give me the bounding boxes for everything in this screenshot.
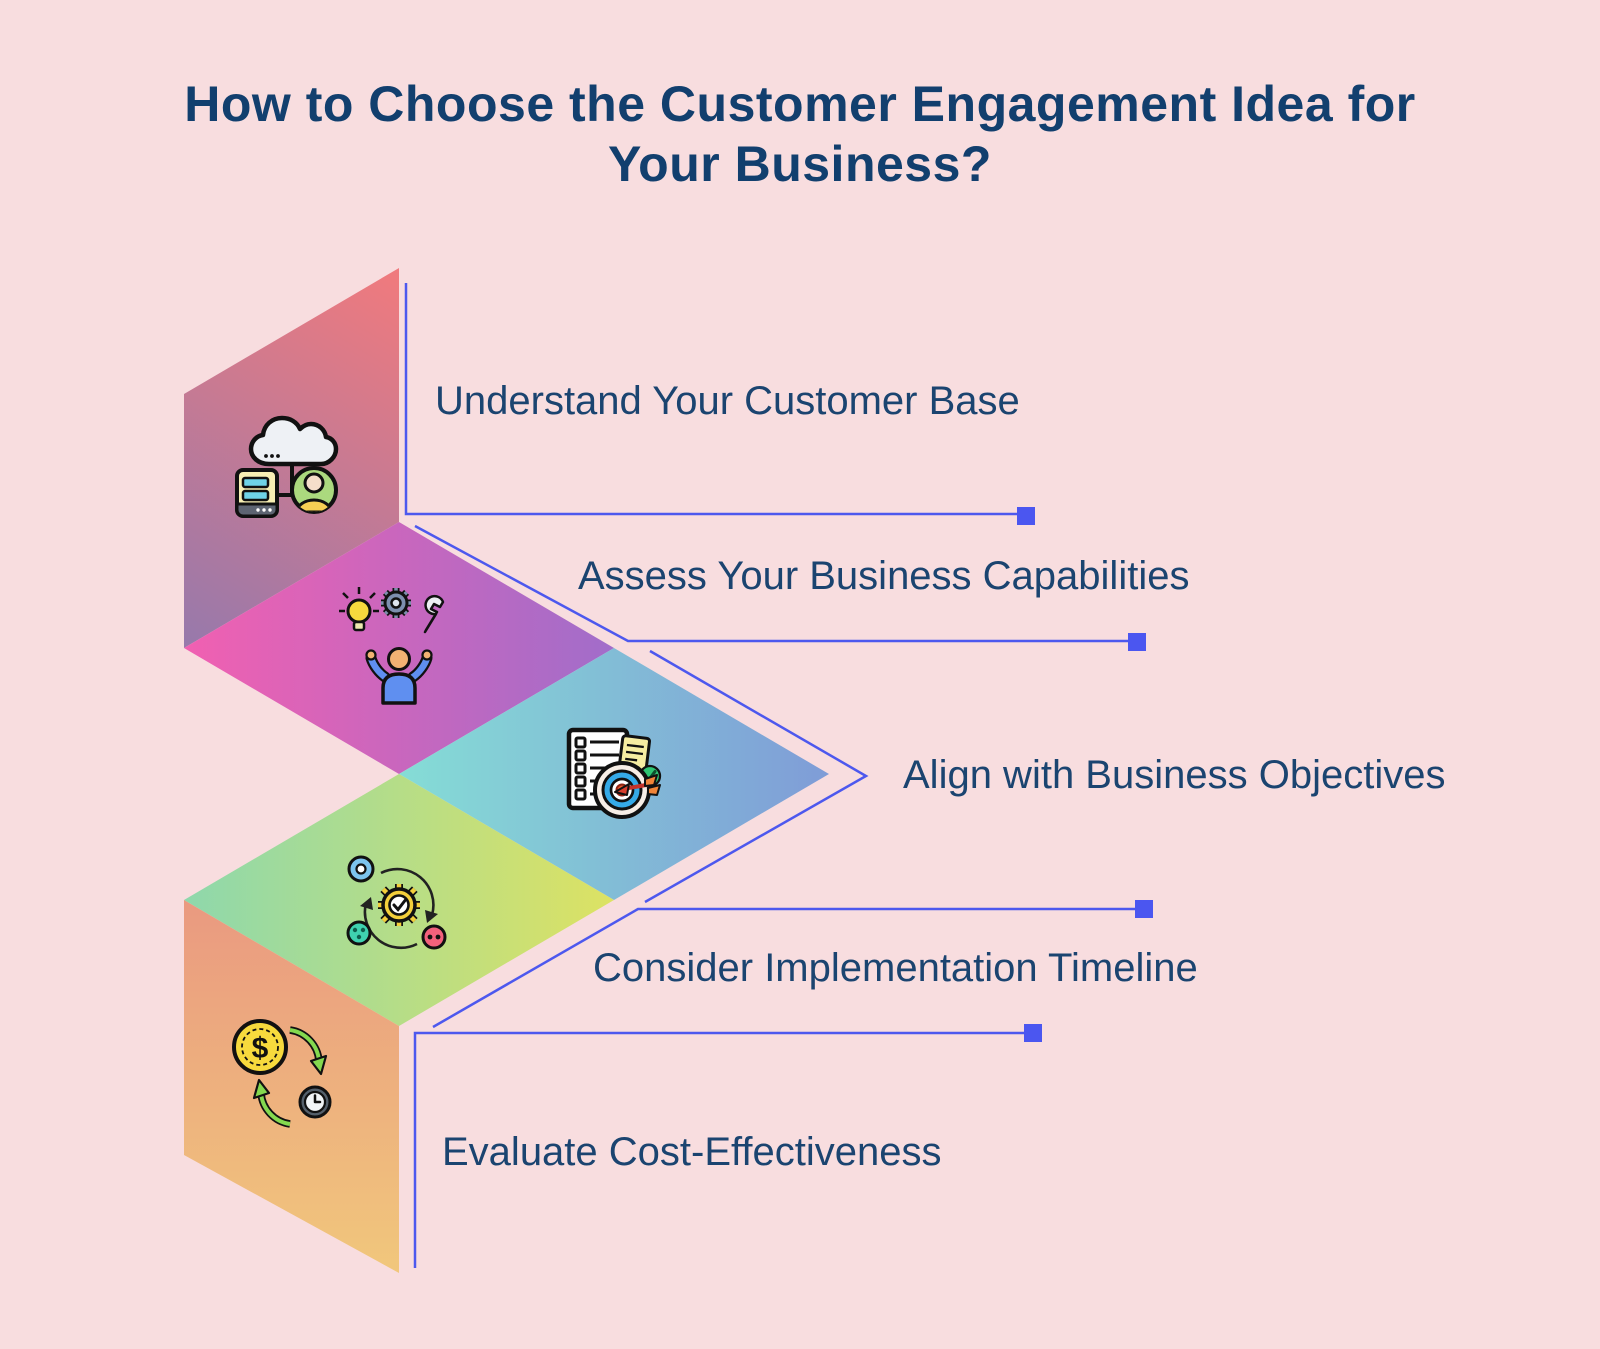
step-1-label: Understand Your Customer Base (435, 379, 1020, 423)
idea-skills-person-icon (339, 587, 445, 705)
connector-4-line (432, 907, 1135, 1029)
page-title: How to Choose the Customer Engagement Id… (0, 74, 1600, 194)
cost-time-cycle-icon: $ (232, 1019, 332, 1128)
stage-dot-teal-icon (346, 920, 372, 946)
process-cycle-icon (346, 855, 447, 950)
step-5-label: Evaluate Cost-Effectiveness (442, 1130, 942, 1174)
gear-icon (381, 588, 411, 618)
page-title-line-2: Your Business? (608, 136, 992, 192)
connector-2-endpoint (1128, 633, 1146, 651)
lightbulb-icon (339, 587, 379, 632)
central-gear-check-icon (378, 884, 420, 926)
connectors (404, 283, 1135, 1268)
server-icon (235, 468, 279, 518)
cycle-arrows-icon (360, 867, 438, 950)
connector-4-endpoint (1135, 900, 1153, 918)
step-2-label: Assess Your Business Capabilities (578, 554, 1190, 598)
connector-1-endpoint (1017, 507, 1035, 525)
connector-1-line (404, 283, 1017, 516)
step-5-shape (184, 900, 399, 1273)
dart-icon (614, 774, 661, 796)
connector-2-line (414, 524, 1128, 643)
exchange-arrow-top-icon (289, 1026, 328, 1076)
connector-endpoints (1017, 507, 1153, 1042)
connector-5-endpoint (1024, 1024, 1042, 1042)
checklist-target-icon (566, 727, 662, 819)
user-avatar-icon (290, 466, 338, 514)
wrench-icon (423, 594, 445, 634)
dollar-glyph: $ (252, 1032, 269, 1065)
step-3-label: Align with Business Objectives (903, 753, 1446, 797)
clock-gear-icon (298, 1085, 332, 1119)
step-4-label: Consider Implementation Timeline (593, 946, 1198, 990)
page-title-line-1: How to Choose the Customer Engagement Id… (184, 76, 1416, 132)
dollar-coin-icon: $ (232, 1019, 288, 1075)
target-icon (593, 761, 661, 819)
cloud-icon (248, 415, 339, 467)
person-icon (365, 647, 433, 705)
stage-dot-blue-icon (347, 855, 375, 883)
cloud-server-user-icon (235, 415, 339, 518)
stage-dot-red-icon (421, 924, 447, 950)
connector-3-line (644, 649, 869, 904)
exchange-arrow-bottom-icon (252, 1078, 291, 1128)
connector-5-line (413, 1031, 1024, 1268)
